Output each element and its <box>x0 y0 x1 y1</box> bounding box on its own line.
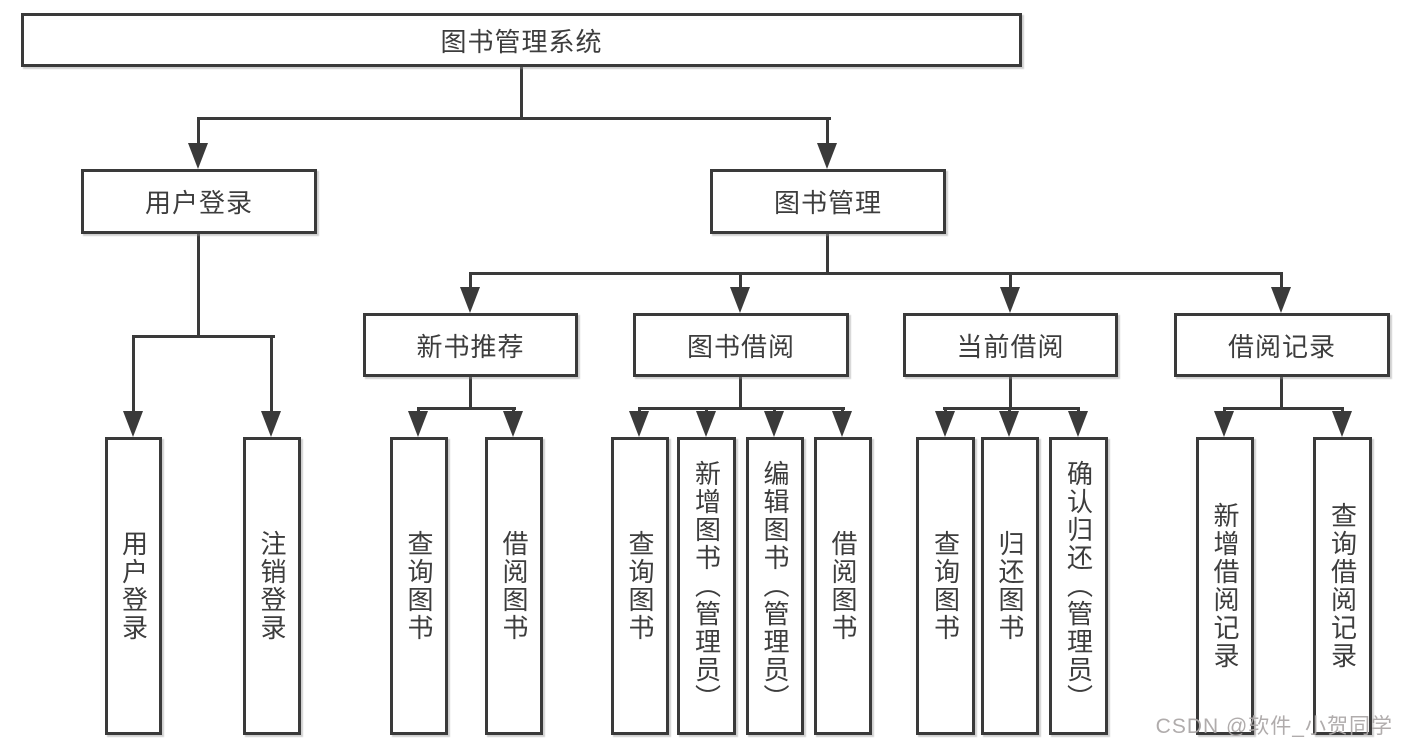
arrow-to-leaf-edit-books <box>764 407 785 437</box>
leaf-logout: 注销登录 <box>243 437 301 735</box>
connector-line-root-branch <box>197 117 831 120</box>
leaf-add-books-admin: 新增图书（管理员） <box>677 437 736 735</box>
node-book-management: 图书管理 <box>710 169 946 234</box>
connector-line-records-branch <box>1223 407 1344 410</box>
arrow-to-leaf-borrow-books-borrowing <box>832 407 853 437</box>
leaf-user-login: 用户登录 <box>105 437 162 735</box>
connector-line-records-stem <box>1280 377 1283 407</box>
arrow-to-leaf-query-books-current <box>935 407 956 437</box>
connector-line-borrowing-branch <box>638 407 845 410</box>
arrow-to-leaf-user-login <box>123 335 144 437</box>
arrow-to-leaf-logout <box>261 335 282 437</box>
connector-line-login-stem <box>197 234 200 335</box>
node-borrowing-records: 借阅记录 <box>1174 313 1390 377</box>
node-current-borrowing: 当前借阅 <box>903 313 1118 377</box>
arrow-to-leaf-return-books <box>999 407 1020 437</box>
arrow-to-new-book-recommendation <box>460 272 481 313</box>
connector-line-mgmt-branch <box>469 272 1283 275</box>
leaf-query-borrow-record: 查询借阅记录 <box>1313 437 1372 735</box>
leaf-query-books-current: 查询图书 <box>916 437 975 735</box>
arrow-to-current-borrowing <box>1000 272 1021 313</box>
connector-line-login-branch <box>132 335 275 338</box>
arrow-to-leaf-query-books-newbook <box>408 407 429 437</box>
leaf-return-books: 归还图书 <box>981 437 1039 735</box>
connector-line-current-branch <box>943 407 1080 410</box>
arrow-to-borrowing-records <box>1271 272 1292 313</box>
leaf-query-books-newbook: 查询图书 <box>390 437 448 735</box>
leaf-add-borrow-record: 新增借阅记录 <box>1196 437 1254 735</box>
node-library-management-system: 图书管理系统 <box>21 13 1022 67</box>
node-new-book-recommendation: 新书推荐 <box>363 313 578 377</box>
node-book-borrowing: 图书借阅 <box>633 313 849 377</box>
arrow-to-leaf-add-books <box>696 407 717 437</box>
leaf-confirm-return-admin: 确认归还（管理员） <box>1049 437 1108 735</box>
leaf-edit-books-admin: 编辑图书（管理员） <box>746 437 804 735</box>
connector-line-current-stem <box>1009 377 1012 407</box>
csdn-watermark: CSDN @软件_小贺同学 <box>1155 715 1393 738</box>
node-user-login: 用户登录 <box>81 169 317 234</box>
arrow-to-book-management <box>817 117 838 169</box>
connector-line-borrowing-stem <box>739 377 742 407</box>
arrow-to-user-login <box>188 117 209 169</box>
arrow-to-leaf-query-borrow-record <box>1332 407 1353 437</box>
connector-line-newbook-branch <box>417 407 516 410</box>
leaf-borrow-books-borrowing: 借阅图书 <box>814 437 872 735</box>
leaf-borrow-books-newbook: 借阅图书 <box>485 437 543 735</box>
arrow-to-book-borrowing <box>730 272 751 313</box>
leaf-query-books-borrowing: 查询图书 <box>611 437 669 735</box>
arrow-to-leaf-query-books-borrowing <box>629 407 650 437</box>
arrow-to-leaf-borrow-books-newbook <box>503 407 524 437</box>
connector-line-newbook-stem <box>469 377 472 407</box>
connector-line-root-stem <box>520 67 523 117</box>
arrow-to-leaf-add-borrow-record <box>1214 407 1235 437</box>
connector-line-mgmt-stem <box>826 234 829 272</box>
arrow-to-leaf-confirm-return <box>1068 407 1089 437</box>
